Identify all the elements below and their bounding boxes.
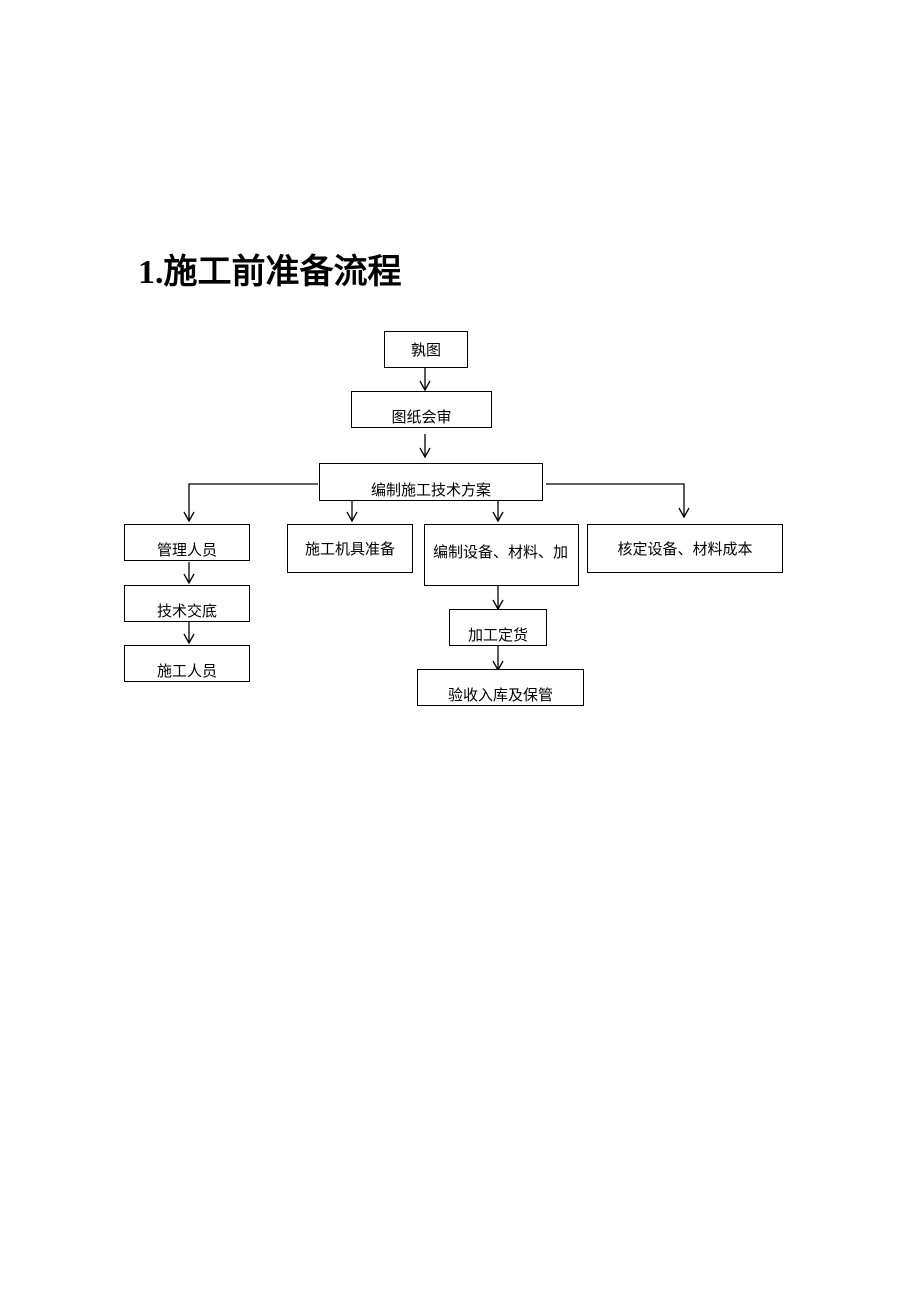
node-tech-briefing: 技术交底 <box>124 585 250 622</box>
node-machine-prep: 施工机具准备 <box>287 524 413 573</box>
node-management-staff: 管理人员 <box>124 524 250 561</box>
edge-equipment-to-order <box>492 586 504 611</box>
node-construction-staff: 施工人员 <box>124 645 250 682</box>
edge-plan-to-management <box>183 483 318 523</box>
edge-read-to-review <box>419 368 431 392</box>
edge-review-to-plan <box>419 434 431 459</box>
node-tech-plan: 编制施工技术方案 <box>319 463 543 501</box>
edge-plan-to-equipment <box>492 501 504 523</box>
section-number: 1. <box>138 254 164 291</box>
node-cost-check: 核定设备、材料成本 <box>587 524 783 573</box>
edge-plan-to-cost <box>546 483 690 519</box>
section-title: 施工前准备流程 <box>163 252 402 292</box>
node-read-drawings: 孰图 <box>384 331 468 368</box>
section-heading: 1.施工前准备流程 <box>138 248 402 297</box>
node-equipment-prep: 编制设备、材料、加 <box>424 524 579 586</box>
node-drawing-review: 图纸会审 <box>351 391 492 428</box>
edge-management-to-briefing <box>183 562 195 585</box>
node-acceptance-storage: 验收入库及保管 <box>417 669 584 706</box>
edge-order-to-storage <box>492 646 504 672</box>
edge-briefing-to-staff <box>183 622 195 645</box>
node-processing-order: 加工定货 <box>449 609 547 646</box>
edge-plan-to-machines <box>346 501 358 523</box>
